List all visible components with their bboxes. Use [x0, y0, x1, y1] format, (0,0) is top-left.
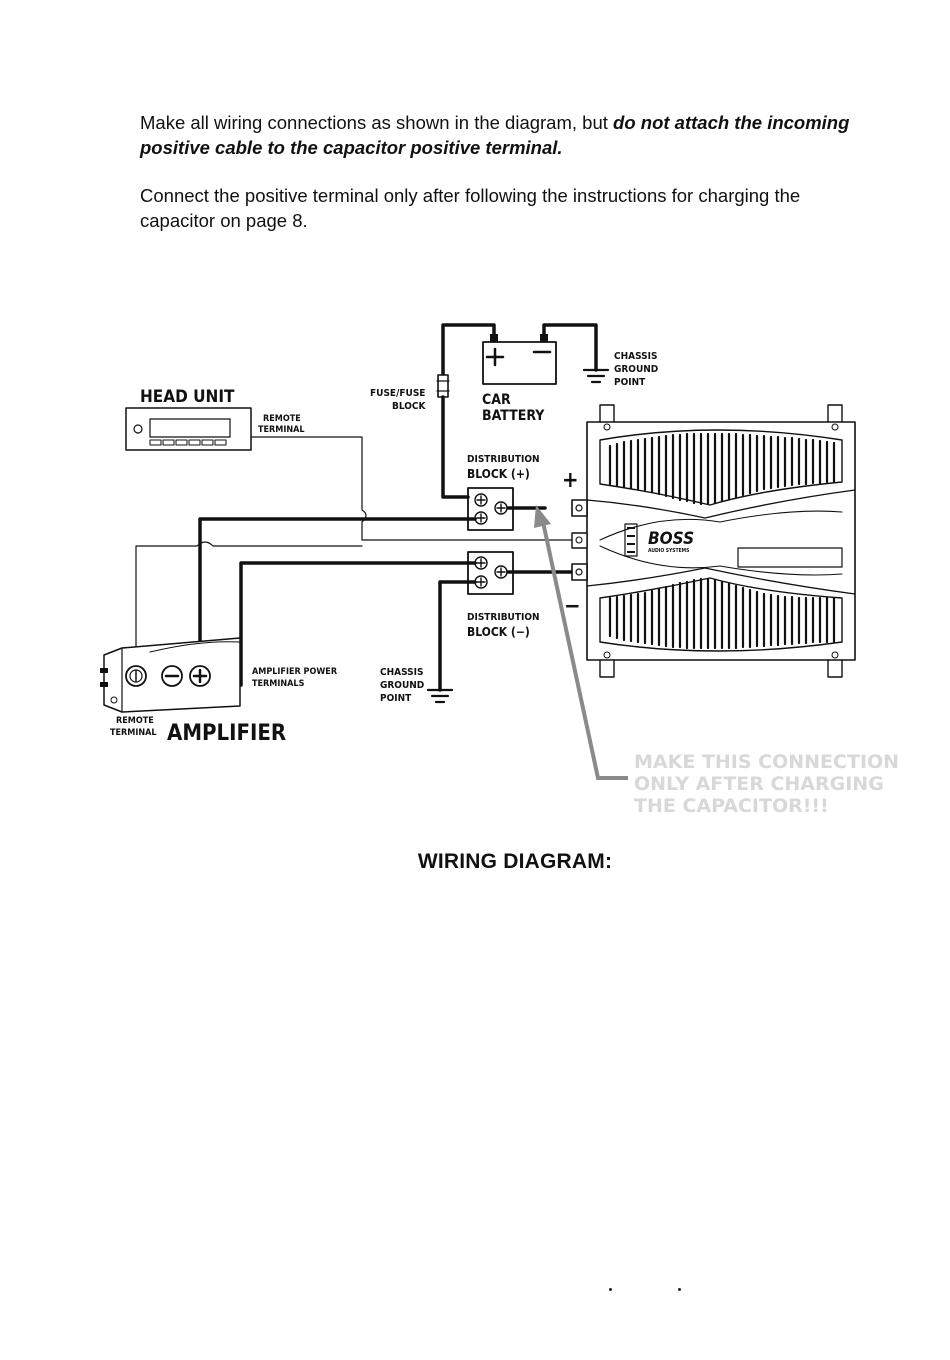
- caution-text-3: THE CAPACITOR!!!: [634, 795, 829, 817]
- chassis-ground-label-top-3: POINT: [614, 377, 646, 388]
- dist-block-negative-label-2: BLOCK (−): [467, 625, 530, 639]
- dist-block-positive-label-2: BLOCK (+): [467, 467, 530, 481]
- head-unit-remote-label-2: TERMINAL: [258, 425, 305, 435]
- head-unit-remote-label: REMOTE: [263, 414, 301, 424]
- dist-block-negative-label: DISTRIBUTION: [467, 612, 540, 623]
- head-unit: [125, 407, 252, 451]
- fuse-label: FUSE/FUSE: [370, 388, 425, 399]
- caution-arrow-icon: [534, 505, 628, 780]
- chassis-ground-label-top: CHASSIS: [614, 351, 657, 362]
- page-mark: [609, 1288, 612, 1291]
- instruction-paragraph-2: Connect the positive terminal only after…: [140, 185, 801, 231]
- diagram-title: WIRING DIAGRAM:: [417, 850, 613, 873]
- caution-text-1: MAKE THIS CONNECTION: [634, 751, 899, 773]
- car-battery-label-2: BATTERY: [482, 408, 545, 424]
- instruction-paragraph-1: Make all wiring connections as shown in …: [140, 110, 860, 160]
- negative-sign: −: [564, 594, 581, 619]
- brand-logo: BOSS: [648, 529, 694, 549]
- amp-remote-label-2: TERMINAL: [110, 728, 157, 738]
- chassis-ground-label-top-2: GROUND: [614, 364, 658, 375]
- fuse-icon: [437, 374, 449, 398]
- amp-remote-label: REMOTE: [116, 716, 154, 726]
- dist-block-positive-label: DISTRIBUTION: [467, 454, 540, 465]
- instruction-warning: do not attach the incoming positive cabl…: [140, 112, 850, 158]
- amplifier-label: AMPLIFIER: [167, 721, 286, 746]
- positive-sign: +: [562, 468, 579, 493]
- amp-power-terminals-label: AMPLIFIER POWER: [252, 667, 338, 677]
- head-unit-label: HEAD UNIT: [140, 387, 235, 407]
- brand-subtitle: AUDIO SYSTEMS: [648, 548, 689, 554]
- capacitor: [571, 404, 856, 678]
- page-mark: [678, 1288, 681, 1291]
- caution-text-2: ONLY AFTER CHARGING: [634, 773, 884, 795]
- amp-power-terminals-label-2: TERMINALS: [252, 679, 305, 689]
- car-battery: [482, 341, 557, 385]
- chassis-ground-label-bottom-3: POINT: [380, 693, 412, 704]
- chassis-ground-label-bottom-2: GROUND: [380, 680, 424, 691]
- chassis-ground-label-bottom: CHASSIS: [380, 667, 423, 678]
- fuse-label-2: BLOCK: [392, 401, 426, 412]
- instruction-text: Make all wiring connections as shown in …: [140, 112, 614, 133]
- car-battery-label: CAR: [482, 392, 511, 408]
